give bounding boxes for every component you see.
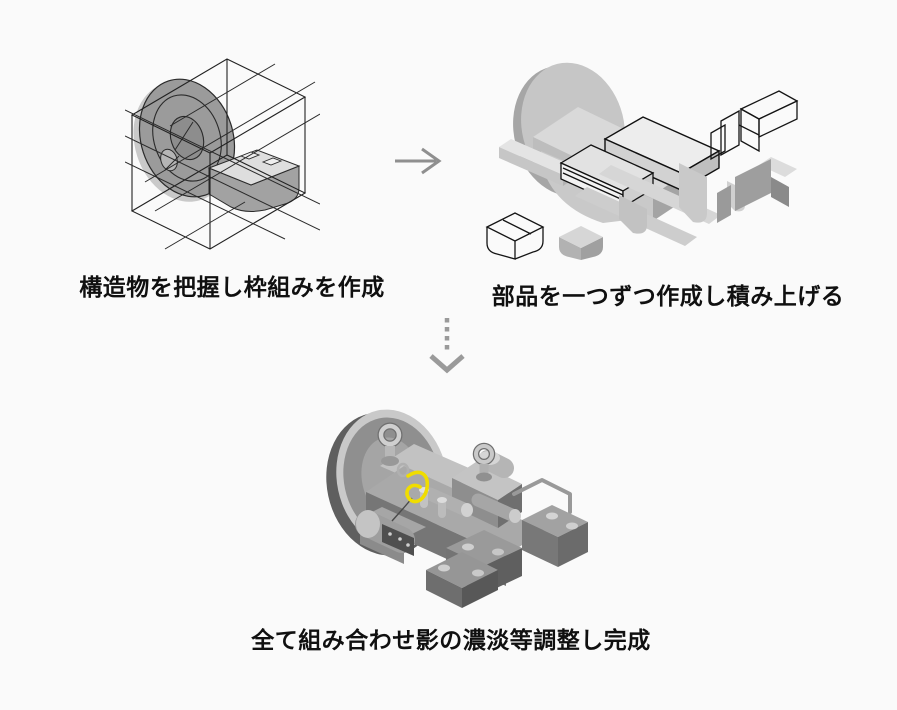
guide-grid-lines [125,63,320,250]
shaded-flat-parts [717,157,797,223]
parts-assembly-drawing [485,62,799,260]
step-2-illustration [483,55,803,263]
step-2-caption: 部品を一つずつ作成し積み上げる [491,283,845,309]
handle-rod [512,478,572,514]
eyebolt-left [377,422,403,466]
wireframe-framework-drawing [125,58,320,250]
bounding-cube [130,58,307,250]
small-gray-box-part [559,226,603,260]
highlight-cable [391,462,430,522]
arrow-right-icon [393,146,447,176]
motor-block [355,510,415,556]
arrow-down-dashed-icon [428,316,466,376]
rounded-box-wireframe [207,149,301,212]
step-1-caption: 構造物を把握し枠組みを作成 [79,274,385,300]
wireframe-box-part [485,212,545,260]
wireframe-parts [710,90,799,161]
frame-rails [575,163,745,246]
finished-model-drawing [326,409,588,608]
step-1-illustration [125,52,320,260]
step-3-caption: 全て組み合わせ影の濃淡等調整し完成 [251,627,651,653]
step-3-illustration [326,402,602,614]
eyebolt-right [472,442,496,482]
